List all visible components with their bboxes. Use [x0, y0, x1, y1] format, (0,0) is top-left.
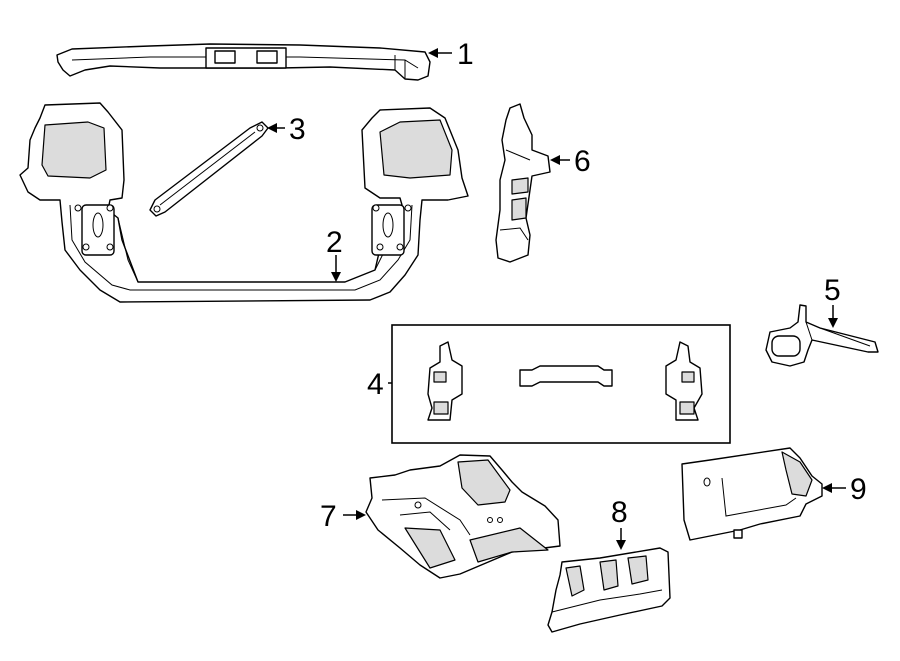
part-2-radiator-support	[19, 102, 469, 303]
callout-2: 2	[326, 226, 343, 259]
callout-3: 3	[289, 113, 306, 146]
callout-6: 6	[574, 145, 591, 178]
part-3-brace-rod	[149, 121, 269, 217]
part-9-box-panel	[681, 447, 823, 541]
callout-9: 9	[850, 473, 867, 506]
callout-4: 4	[367, 368, 384, 401]
part-4-kit	[391, 324, 731, 444]
part-5-bracket	[765, 304, 879, 367]
part-6-side-bracket	[495, 103, 551, 263]
part-8-panel	[547, 547, 671, 633]
callout-8: 8	[611, 496, 628, 529]
callout-labels: 1 2 3 4 5 6 7 8 9	[289, 38, 867, 533]
callout-7: 7	[320, 500, 337, 533]
callout-5: 5	[824, 274, 841, 307]
part-7-floor-pan	[365, 454, 561, 579]
callout-1: 1	[457, 38, 474, 71]
leader-lines	[267, 48, 846, 550]
part-1-upper-tie-bar	[56, 43, 431, 81]
